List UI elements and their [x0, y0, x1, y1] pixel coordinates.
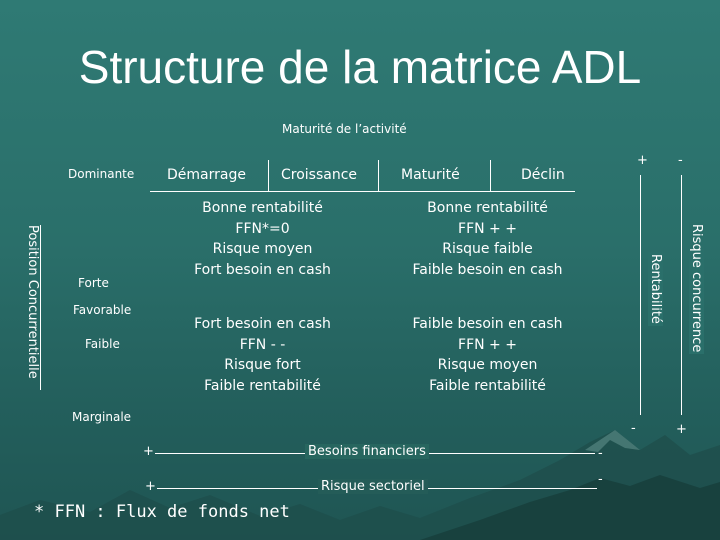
header-divider-1 — [268, 160, 269, 192]
cell-top-left-line1: Bonne rentabilité — [165, 198, 360, 219]
phase-maturite: Maturité — [401, 167, 460, 183]
cell-top-left: Bonne rentabilité FFN*=0 Risque moyen Fo… — [165, 198, 360, 280]
left-axis-label: Position Concurrentielle — [25, 225, 40, 379]
besoins-axis-label: Besoins financiers — [305, 444, 429, 459]
besoins-left-sign: + — [143, 444, 154, 459]
header-underline — [150, 191, 575, 192]
rentabilite-axis-label: Rentabilité — [648, 252, 663, 326]
risque-axis-line — [681, 175, 682, 415]
phase-croissance: Croissance — [281, 167, 357, 183]
phase-demarrage: Démarrage — [167, 167, 246, 183]
cell-top-left-line4: Fort besoin en cash — [165, 260, 360, 281]
risque-axis-label: Risque concurrence — [689, 222, 704, 354]
risque-top-sign: - — [678, 153, 683, 168]
position-forte: Forte — [78, 276, 109, 290]
cell-bottom-left-line1: Fort besoin en cash — [165, 314, 360, 335]
risque-sectoriel-left-sign: + — [145, 479, 156, 494]
page-title: Structure de la matrice ADL — [0, 40, 720, 94]
cell-bottom-right-line2: FFN + + — [390, 335, 585, 356]
footnote: * FFN : Flux de fonds net — [34, 502, 290, 522]
cell-top-right-line3: Risque faible — [390, 239, 585, 260]
rentabilite-axis-line — [640, 175, 641, 415]
cell-bottom-left-line2: FFN - - — [165, 335, 360, 356]
position-favorable: Favorable — [73, 303, 131, 317]
cell-top-right-line2: FFN + + — [390, 219, 585, 240]
phase-declin: Déclin — [521, 167, 565, 183]
position-marginale: Marginale — [72, 410, 131, 424]
cell-bottom-left: Fort besoin en cash FFN - - Risque fort … — [165, 314, 360, 396]
cell-top-right-line1: Bonne rentabilité — [390, 198, 585, 219]
cell-bottom-left-line4: Faible rentabilité — [165, 376, 360, 397]
risque-sectoriel-axis-label: Risque sectoriel — [318, 479, 428, 494]
rentabilite-bottom-sign: - — [631, 421, 636, 436]
rentabilite-top-sign: + — [637, 153, 648, 168]
left-axis-line — [40, 225, 41, 390]
risque-sectoriel-right-sign: - — [598, 472, 603, 487]
header-divider-2 — [378, 160, 379, 192]
cell-bottom-right-line1: Faible besoin en cash — [390, 314, 585, 335]
cell-bottom-left-line3: Risque fort — [165, 355, 360, 376]
position-faible: Faible — [85, 337, 120, 351]
position-dominante: Dominante — [68, 167, 134, 181]
cell-top-left-line2: FFN*=0 — [165, 219, 360, 240]
risque-bottom-sign: + — [676, 422, 687, 437]
header-divider-3 — [490, 160, 491, 192]
cell-top-right-line4: Faible besoin en cash — [390, 260, 585, 281]
cell-bottom-right-line4: Faible rentabilité — [390, 376, 585, 397]
cell-top-right: Bonne rentabilité FFN + + Risque faible … — [390, 198, 585, 280]
besoins-right-sign: - — [598, 446, 603, 461]
cell-bottom-right: Faible besoin en cash FFN + + Risque moy… — [390, 314, 585, 396]
cell-top-left-line3: Risque moyen — [165, 239, 360, 260]
axis-top-label: Maturité de l’activité — [282, 122, 407, 136]
cell-bottom-right-line3: Risque moyen — [390, 355, 585, 376]
